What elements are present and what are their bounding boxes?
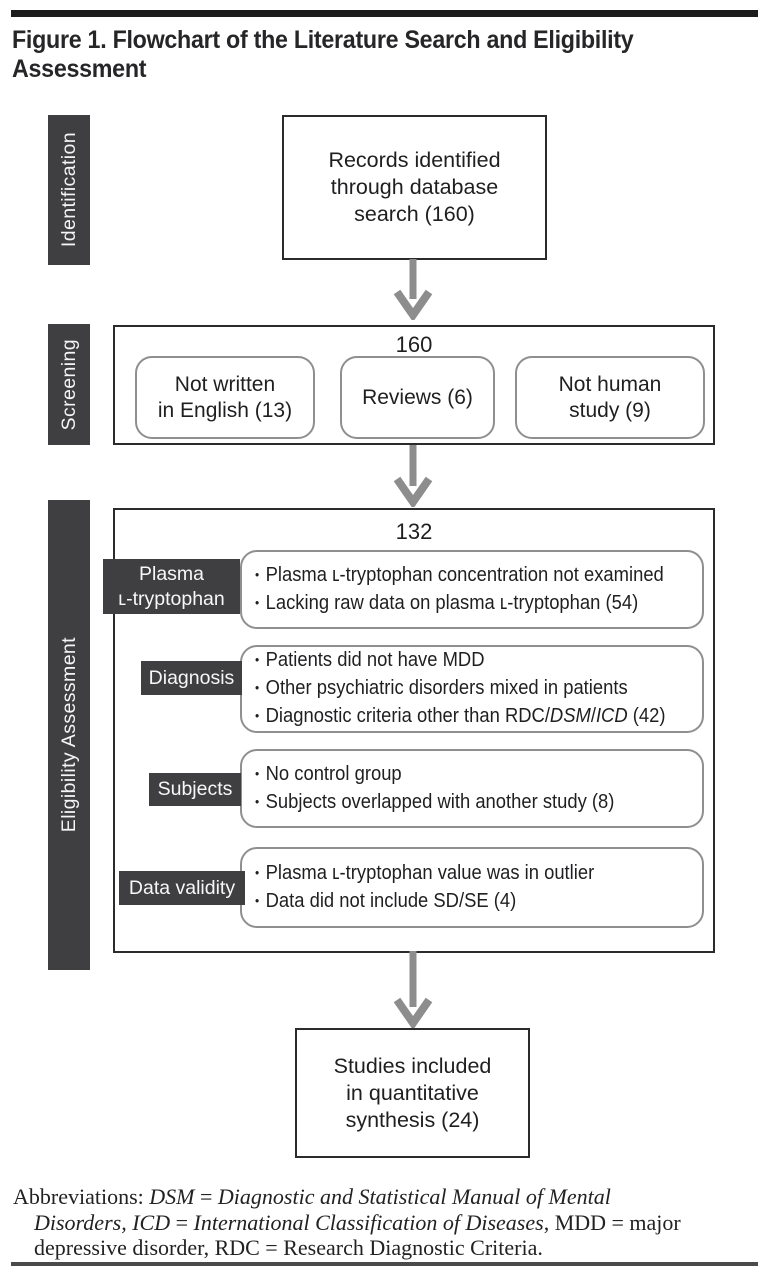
exclusion-box-not-english: Not written in English (13) [135, 356, 315, 439]
stage-label-text: Identification [57, 132, 80, 248]
eligibility-reasons-box-data-validity: Plasma ʟ-tryptophan value was in outlier… [240, 847, 704, 928]
records-identified-box: Records identified through database sear… [282, 115, 547, 260]
studies-included-text: Studies included in quantitative synthes… [333, 1053, 492, 1132]
stage-label-text: Screening [57, 338, 80, 431]
down-arrow-icon [393, 445, 433, 507]
top-rule [11, 10, 758, 17]
down-arrow-icon [393, 951, 433, 1028]
down-arrow-icon [393, 259, 433, 320]
eligibility-reasons-box-diagnosis: Patients did not have MDD Other psychiat… [240, 645, 704, 733]
stage-label-screening: Screening [48, 324, 90, 445]
bullet-item: Plasma ʟ-tryptophan concentration not ex… [255, 563, 666, 589]
eligibility-row-label-data-validity: Data validity [119, 871, 245, 905]
exclusion-box-reviews: Reviews (6) [340, 356, 495, 439]
abbreviations-line: Abbreviations: DSM = Diagnostic and Stat… [13, 1184, 611, 1209]
stage-label-text: Eligibility Assessment [57, 637, 80, 833]
screening-box: 160 Not written in English (13) Reviews … [113, 325, 715, 445]
abbreviations-line: Disorders, ICD = International Classific… [34, 1209, 681, 1235]
eligibility-row-label-plasma: Plasma ʟ-tryptophan [103, 559, 240, 614]
bullet-item: Diagnostic criteria other than RDC/DSM/I… [255, 704, 666, 730]
exclusion-box-not-human: Not human study (9) [515, 356, 705, 439]
eligibility-row-label-diagnosis: Diagnosis [141, 661, 242, 695]
bullet-item: Patients did not have MDD [255, 648, 666, 674]
abbreviations-line: depressive disorder, RDC = Research Diag… [34, 1235, 543, 1260]
screening-count: 160 [395, 332, 433, 357]
bullet-item: Plasma ʟ-tryptophan value was in outlier [255, 861, 666, 887]
bottom-rule [11, 1262, 758, 1266]
figure-title: Figure 1. Flowchart of the Literature Se… [12, 26, 634, 83]
stage-label-eligibility: Eligibility Assessment [48, 500, 90, 970]
abbreviations-note: Abbreviations: DSM = Diagnostic and Stat… [13, 1184, 758, 1261]
stage-label-identification: Identification [48, 115, 90, 265]
eligibility-count: 132 [395, 519, 433, 544]
eligibility-box: 132 Plasma ʟ-tryptophan Plasma ʟ-tryptop… [103, 508, 715, 953]
exclusion-text: Not written in English (13) [157, 372, 293, 422]
studies-included-box: Studies included in quantitative synthes… [295, 1028, 530, 1158]
exclusion-text: Reviews (6) [362, 385, 473, 409]
bullet-item: No control group [255, 762, 666, 788]
eligibility-reasons-box-subjects: No control group Subjects overlapped wit… [240, 749, 704, 828]
eligibility-row-label-subjects: Subjects [149, 773, 241, 806]
bullet-item: Lacking raw data on plasma ʟ-tryptophan … [255, 591, 666, 617]
bullet-item: Data did not include SD/SE (4) [255, 889, 666, 915]
bullet-item: Other psychiatric disorders mixed in pat… [255, 676, 666, 702]
eligibility-reasons-box-plasma: Plasma ʟ-tryptophan concentration not ex… [240, 550, 704, 629]
exclusion-text: Not human study (9) [558, 372, 662, 422]
bullet-item: Subjects overlapped with another study (… [255, 790, 666, 816]
records-identified-text: Records identified through database sear… [328, 148, 501, 226]
